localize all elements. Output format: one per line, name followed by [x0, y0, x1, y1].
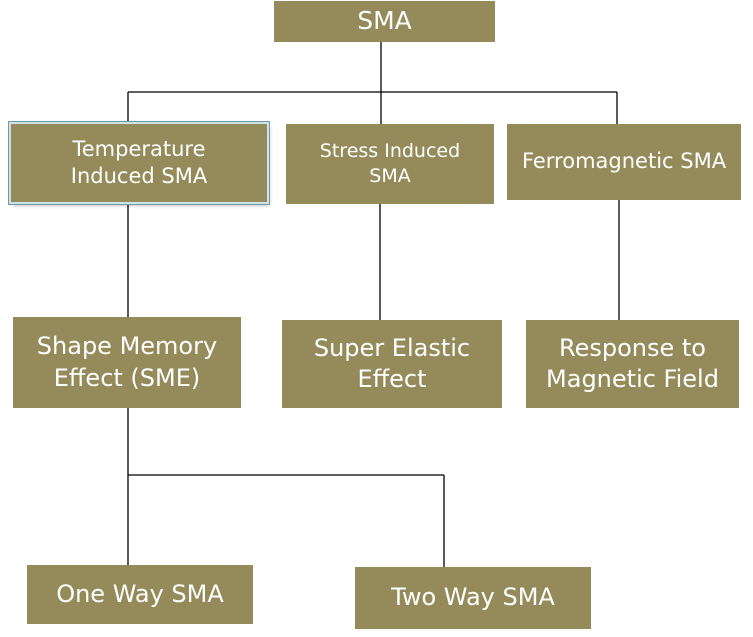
type-node-label: Two Way SMA	[391, 583, 555, 612]
effect-node-super-elastic[interactable]: Super Elastic Effect	[282, 320, 502, 408]
effect-node-label: Shape Memory Effect (SME)	[36, 332, 218, 392]
effect-node-shape-memory[interactable]: Shape Memory Effect (SME)	[13, 317, 241, 408]
root-node-label: SMA	[357, 6, 412, 36]
category-node-ferromagnetic[interactable]: Ferromagnetic SMA	[507, 124, 741, 200]
category-node-stress-induced[interactable]: Stress Induced SMA	[286, 124, 494, 204]
category-node-label: Ferromagnetic SMA	[521, 149, 727, 174]
root-node-sma[interactable]: SMA	[274, 1, 495, 42]
type-node-one-way[interactable]: One Way SMA	[27, 565, 253, 624]
effect-node-label: Response to Magnetic Field	[546, 333, 719, 393]
category-node-temperature-induced[interactable]: Temperature Induced SMA	[9, 122, 269, 204]
effect-node-magnetic-response[interactable]: Response to Magnetic Field	[526, 320, 739, 408]
category-node-label: Temperature Induced SMA	[70, 136, 208, 188]
type-node-two-way[interactable]: Two Way SMA	[355, 567, 591, 629]
effect-node-label: Super Elastic Effect	[313, 333, 471, 393]
category-node-label: Stress Induced SMA	[319, 140, 461, 187]
type-node-label: One Way SMA	[56, 579, 224, 608]
